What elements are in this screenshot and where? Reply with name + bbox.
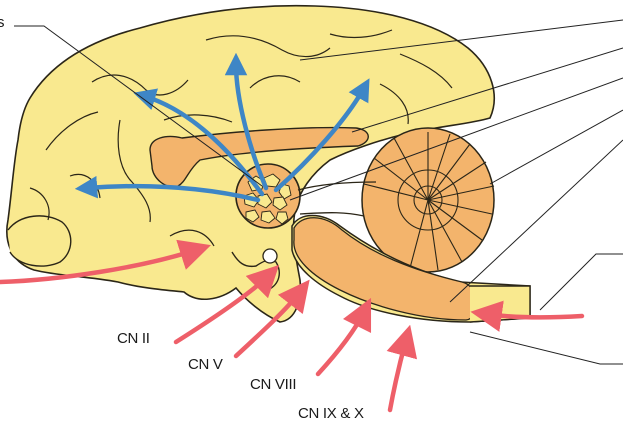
cut-label-left: s (0, 14, 5, 31)
leader-lines (14, 19, 623, 365)
sensory-arrows (0, 239, 585, 413)
label-cn-viii: CN VIII (250, 376, 297, 393)
cerebellum-folia (363, 132, 495, 271)
frontal-pole (7, 215, 72, 267)
label-cn-ii: CN II (117, 330, 150, 347)
label-cn-v: CN V (188, 356, 223, 373)
sulci (29, 29, 453, 247)
pituitary (262, 248, 278, 264)
motor-arrows (74, 52, 370, 203)
label-cn-ix-x: CN IX & X (298, 405, 364, 422)
